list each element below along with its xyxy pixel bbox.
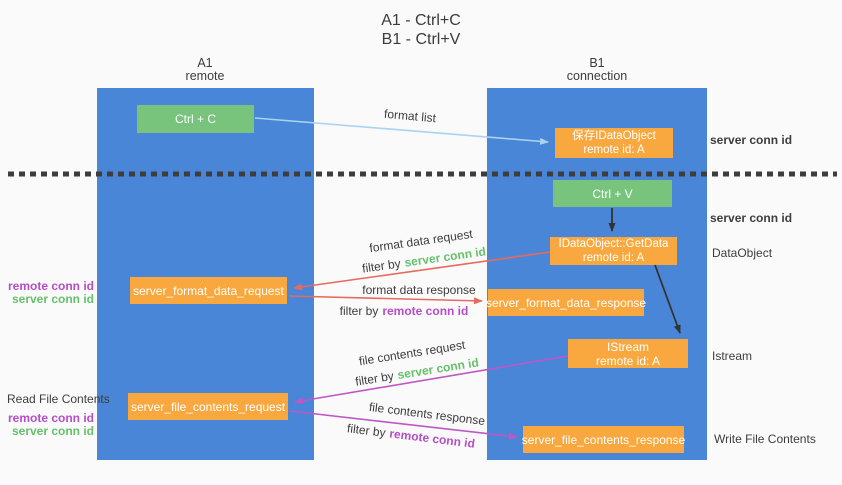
write-file-contents-label: Write File Contents — [714, 432, 816, 446]
lifeline-a1-role: remote — [185, 69, 225, 83]
getdata-box: IDataObject::GetData remote id: A — [550, 237, 677, 265]
server-conn-id-side-label-2: server conn id — [710, 211, 793, 225]
diagram-title: A1 - Ctrl+C B1 - Ctrl+V — [0, 11, 842, 49]
getdata-line2: remote id: A — [582, 252, 645, 264]
server-format-data-response-label: server_format_data_response — [485, 295, 647, 310]
save-dataobject-box: 保存IDataObject remote id: A — [555, 128, 673, 158]
server-format-data-request-box: server_format_data_request — [130, 277, 287, 304]
filter-by-text: filter by — [354, 368, 395, 389]
server-file-contents-response-box: server_file_contents_response — [521, 426, 686, 453]
filter-by-text: filter by — [339, 304, 379, 318]
istream-line1: IStream — [606, 339, 649, 354]
lifeline-header-b1: B1 connection — [537, 57, 657, 83]
remote-conn-id-text: remote conn id — [382, 304, 469, 318]
server-conn-id-side-label-1: server conn id — [710, 133, 793, 147]
istream-box: IStream remote id: A — [568, 339, 688, 368]
lifeline-a1-name: A1 — [197, 56, 213, 70]
read-file-contents-label: Read File Contents — [7, 392, 110, 406]
filter-by-text: filter by — [361, 256, 402, 276]
filter-by-text: filter by — [346, 421, 387, 440]
ctrl-v-label: Ctrl + V — [592, 186, 633, 201]
file-contents-response-label: file contents response — [368, 399, 486, 429]
dataobject-side-label: DataObject — [712, 246, 773, 260]
server-conn-id-side-label-4: server conn id — [11, 424, 94, 438]
save-dataobject-line2: remote id: A — [583, 144, 645, 156]
lifeline-b1-name: B1 — [589, 56, 605, 70]
title-line-2: B1 - Ctrl+V — [381, 31, 461, 48]
server-file-contents-request-label: server_file_contents_request — [130, 399, 286, 414]
istream-line2: remote id: A — [595, 353, 661, 368]
remote-conn-id-side-label-1: remote conn id — [7, 279, 94, 293]
ctrl-v-action-box: Ctrl + V — [553, 180, 672, 207]
server-conn-id-side-label-3: server conn id — [11, 292, 94, 306]
getdata-line1: IDataObject::GetData — [558, 238, 669, 250]
server-format-data-request-label: server_format_data_request — [133, 283, 284, 298]
title-line-1: A1 - Ctrl+C — [381, 12, 461, 29]
format-data-response-label: format data response — [362, 283, 476, 297]
istream-side-label: Istream — [712, 349, 753, 363]
server-format-data-response-box: server_format_data_response — [485, 289, 647, 316]
save-dataobject-line1: 保存IDataObject — [572, 130, 656, 142]
server-file-contents-response-label: server_file_contents_response — [521, 432, 686, 447]
conn-id-stack-1: remote conn id server conn id — [0, 280, 94, 306]
format-list-label: format list — [383, 106, 437, 126]
ctrl-c-action-box: Ctrl + C — [137, 105, 254, 133]
conn-id-stack-2: remote conn id server conn id — [0, 412, 94, 438]
lifeline-b1-role: connection — [566, 69, 628, 83]
server-file-contents-request-box: server_file_contents_request — [128, 393, 288, 420]
remote-conn-id-side-label-2: remote conn id — [7, 411, 94, 425]
lifeline-header-a1: A1 remote — [145, 57, 265, 83]
remote-conn-id-text: remote conn id — [388, 426, 476, 451]
ctrl-c-label: Ctrl + C — [174, 112, 216, 126]
